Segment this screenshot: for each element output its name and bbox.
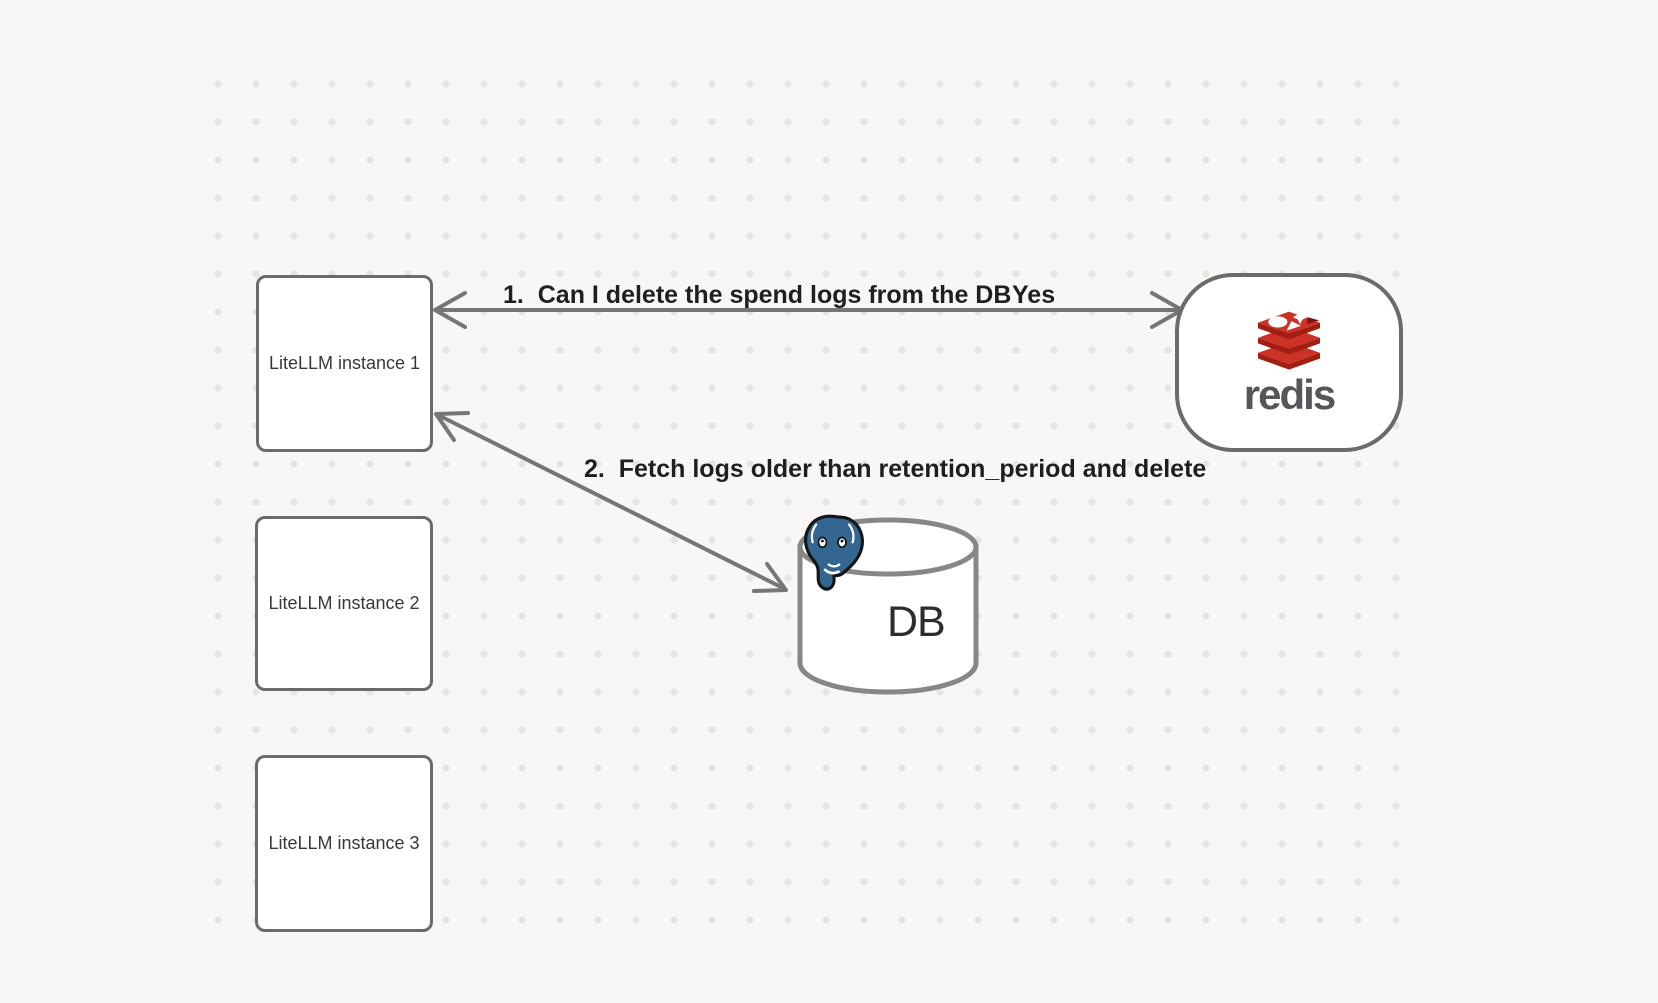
node-db-cylinder: DB (795, 513, 981, 699)
node-litellm-instance-2-label: LiteLLM instance 2 (268, 592, 420, 613)
redis-logo-icon (1258, 309, 1320, 370)
edge1-question-label: 1. Can I delete the spend logs from the … (503, 281, 1012, 309)
node-litellm-instance-3-label: LiteLLM instance 3 (268, 832, 420, 853)
node-litellm-instance-1-label: LiteLLM instance 1 (268, 352, 421, 373)
arrow-db-litellm (434, 411, 788, 593)
redis-wordmark: redis (1243, 370, 1336, 418)
redis-star-shape (1292, 309, 1308, 324)
edge2-action-label: 2. Fetch logs older than retention_perio… (584, 455, 1207, 483)
arrowhead-upleft-icon (434, 411, 470, 442)
node-litellm-instance-1: LiteLLM instance 1 (256, 275, 433, 452)
node-redis: redis (1175, 273, 1403, 452)
db-label: DB (887, 598, 946, 646)
arrowhead-downright-icon (752, 562, 788, 593)
edge1-response-label: Yes (1012, 281, 1056, 309)
postgresql-elephant-icon (804, 514, 864, 591)
redis-triangle-shape (1286, 320, 1301, 331)
node-litellm-instance-3: LiteLLM instance 3 (255, 755, 433, 932)
arrowhead-left-icon (433, 291, 467, 329)
redis-circle-shape (1268, 315, 1288, 327)
redis-notch-shape (1307, 316, 1320, 324)
node-litellm-instance-2: LiteLLM instance 2 (255, 516, 433, 691)
